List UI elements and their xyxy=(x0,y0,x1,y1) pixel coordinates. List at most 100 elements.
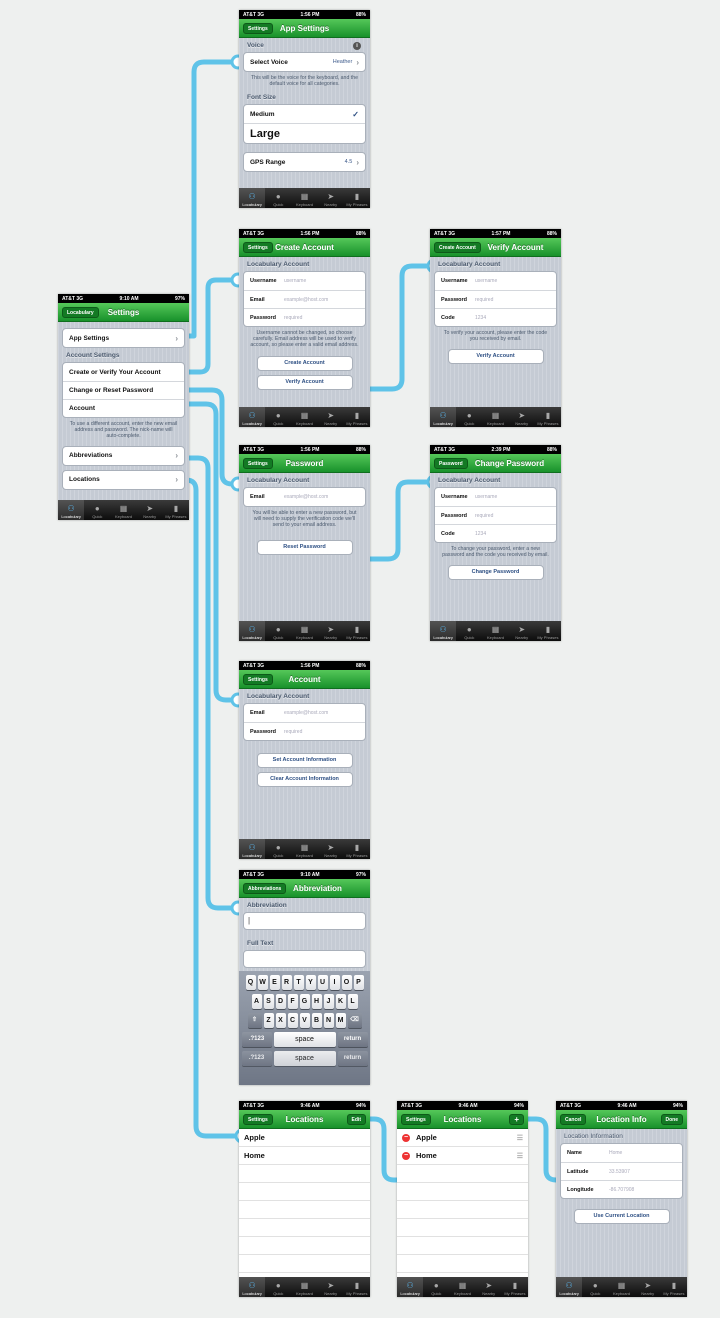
back-button[interactable]: Abbreviations xyxy=(243,883,287,894)
tab-nearby[interactable]: ➤Nearby xyxy=(482,1281,496,1296)
app-settings-row[interactable]: App Settings› xyxy=(69,333,178,343)
tab-quick[interactable]: ●Quick xyxy=(273,1281,284,1296)
create-verify-account-row[interactable]: Create or Verify Your Account xyxy=(69,368,161,376)
tab-nearby[interactable]: ➤Nearby xyxy=(324,411,338,426)
edit-button[interactable]: Edit xyxy=(346,1114,366,1125)
tab-locabulary[interactable]: ⚇Locabulary xyxy=(430,621,457,641)
change-password-button[interactable]: Change Password xyxy=(447,565,544,581)
key-m[interactable]: M xyxy=(335,1013,346,1028)
key-h[interactable]: H xyxy=(311,994,322,1009)
tab-locabulary[interactable]: ⚇Locabulary xyxy=(239,407,266,427)
tab-quick[interactable]: ●Quick xyxy=(92,504,103,519)
return-key[interactable]: return xyxy=(337,1051,368,1066)
tab-keyboard[interactable]: ▦Keyboard xyxy=(295,625,314,640)
verify-account-button[interactable]: Verify Account xyxy=(447,349,544,365)
locations-row[interactable]: Locations› xyxy=(69,475,178,485)
tab-locabulary[interactable]: ⚇Locabulary xyxy=(239,188,266,208)
font-large-row[interactable]: Large xyxy=(244,123,365,143)
key-v[interactable]: V xyxy=(299,1013,310,1028)
key-w[interactable]: W xyxy=(257,975,268,990)
key-s[interactable]: S xyxy=(263,994,274,1009)
abbreviations-row[interactable]: Abbreviations› xyxy=(69,451,178,461)
back-button[interactable]: Create Account xyxy=(434,242,481,253)
key-c[interactable]: C xyxy=(287,1013,298,1028)
key-q[interactable]: Q xyxy=(245,975,256,990)
key-d[interactable]: D xyxy=(275,994,286,1009)
tab-nearby[interactable]: ➤Nearby xyxy=(324,843,338,858)
space-key[interactable]: space xyxy=(273,1051,336,1066)
tab-locabulary[interactable]: ⚇Locabulary xyxy=(58,500,85,520)
key-a[interactable]: A xyxy=(251,994,262,1009)
tab-my-phrases[interactable]: ▮My Phrases xyxy=(346,411,368,426)
tab-locabulary[interactable]: ⚇Locabulary xyxy=(556,1277,583,1297)
tab-locabulary[interactable]: ⚇Locabulary xyxy=(397,1277,424,1297)
tab-keyboard[interactable]: ▦Keyboard xyxy=(295,843,314,858)
tab-quick[interactable]: ●Quick xyxy=(273,625,284,640)
key-l[interactable]: L xyxy=(347,994,358,1009)
add-button[interactable]: + xyxy=(509,1114,524,1125)
shift-key[interactable]: ⇧ xyxy=(247,1013,262,1028)
tab-my-phrases[interactable]: ▮My Phrases xyxy=(165,504,187,519)
back-button[interactable]: Settings xyxy=(243,1114,273,1125)
longitude-field[interactable]: Longitude-86.707908 xyxy=(561,1180,682,1198)
numbers-key[interactable]: .?123 xyxy=(241,1051,272,1066)
key-z[interactable]: Z xyxy=(263,1013,274,1028)
tab-locabulary[interactable]: ⚇Locabulary xyxy=(430,407,457,427)
back-button[interactable]: Locabulary xyxy=(62,307,99,318)
key-n[interactable]: N xyxy=(323,1013,334,1028)
abbreviation-input[interactable]: | xyxy=(243,912,366,930)
key-u[interactable]: U xyxy=(317,975,328,990)
tab-keyboard[interactable]: ▦Keyboard xyxy=(295,192,314,207)
key-y[interactable]: Y xyxy=(305,975,316,990)
reorder-icon[interactable]: ☰ xyxy=(516,1152,523,1160)
key-t[interactable]: T xyxy=(293,975,304,990)
key-o[interactable]: O xyxy=(341,975,352,990)
tab-my-phrases[interactable]: ▮My Phrases xyxy=(537,411,559,426)
account-row[interactable]: Account xyxy=(63,399,184,417)
back-button[interactable]: Settings xyxy=(243,674,273,685)
tab-quick[interactable]: ●Quick xyxy=(273,843,284,858)
use-current-location-button[interactable]: Use Current Location xyxy=(573,1209,670,1224)
tab-keyboard[interactable]: ▦Keyboard xyxy=(453,1281,472,1296)
list-item[interactable]: −Home☰ xyxy=(397,1147,528,1165)
tab-my-phrases[interactable]: ▮My Phrases xyxy=(537,625,559,640)
tab-quick[interactable]: ●Quick xyxy=(273,192,284,207)
key-g[interactable]: G xyxy=(299,994,310,1009)
clear-account-information-button[interactable]: Clear Account Information xyxy=(256,772,353,787)
key-i[interactable]: I xyxy=(329,975,340,990)
tab-quick[interactable]: ●Quick xyxy=(431,1281,442,1296)
tab-keyboard[interactable]: ▦Keyboard xyxy=(114,504,133,519)
set-account-information-button[interactable]: Set Account Information xyxy=(256,753,353,768)
return-key[interactable]: return xyxy=(337,1032,368,1047)
back-button[interactable]: Password xyxy=(434,458,468,469)
tab-keyboard[interactable]: ▦Keyboard xyxy=(486,625,505,640)
tab-locabulary[interactable]: ⚇Locabulary xyxy=(239,621,266,641)
info-icon[interactable]: i xyxy=(353,42,361,50)
tab-quick[interactable]: ●Quick xyxy=(590,1281,601,1296)
key-e[interactable]: E xyxy=(269,975,280,990)
tab-nearby[interactable]: ➤Nearby xyxy=(515,411,529,426)
tab-keyboard[interactable]: ▦Keyboard xyxy=(295,1281,314,1296)
back-button[interactable]: Settings xyxy=(243,23,273,34)
tab-my-phrases[interactable]: ▮My Phrases xyxy=(346,1281,368,1296)
tab-locabulary[interactable]: ⚇Locabulary xyxy=(239,839,266,859)
tab-keyboard[interactable]: ▦Keyboard xyxy=(612,1281,631,1296)
tab-nearby[interactable]: ➤Nearby xyxy=(324,1281,338,1296)
tab-my-phrases[interactable]: ▮My Phrases xyxy=(663,1281,685,1296)
numbers-key[interactable]: .?123 xyxy=(241,1032,272,1047)
done-button[interactable]: Done xyxy=(660,1114,683,1125)
change-reset-password-row[interactable]: Change or Reset Password xyxy=(63,381,184,399)
delete-icon[interactable]: − xyxy=(402,1151,410,1160)
